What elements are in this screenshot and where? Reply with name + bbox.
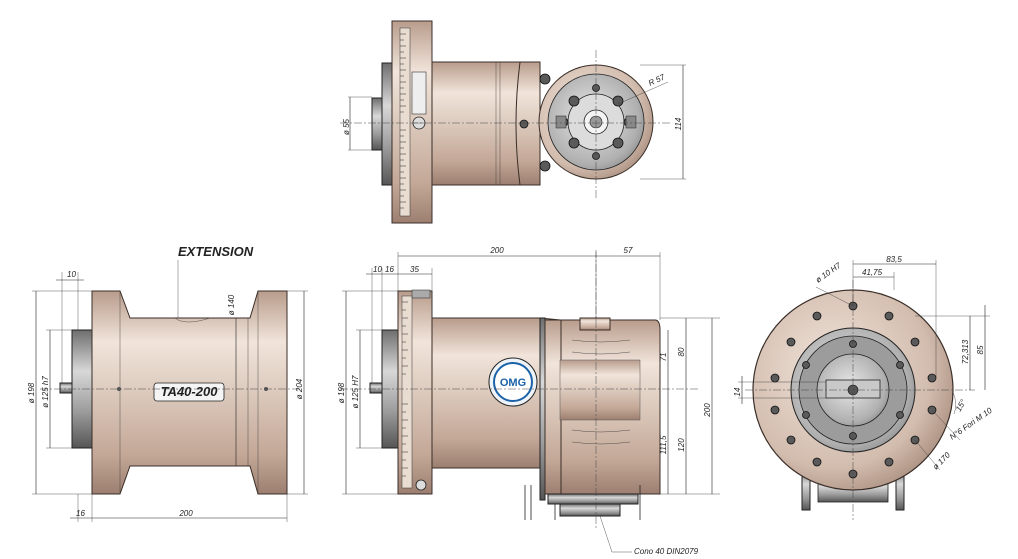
top-scale-ticks — [400, 33, 406, 209]
dim-mid-200v: 200 — [703, 403, 712, 418]
top-screw-c — [519, 119, 529, 129]
mid-pin — [369, 382, 383, 394]
dim-mid-16: 16 — [385, 265, 394, 274]
dim-left-d198: ø 198 — [27, 382, 36, 403]
top-flange — [391, 20, 433, 224]
omg-logo-text: OMG — [500, 377, 526, 389]
model-label: TA40-200 — [161, 384, 219, 399]
dim-right-85: 85 — [976, 345, 985, 354]
mid-cone-base — [547, 493, 639, 505]
left-view: TA40-200 EXTENSION 10 ø 198 ø 125 h7 ø 1… — [27, 244, 308, 522]
top-screw-b — [539, 160, 551, 172]
dim-mid-80: 80 — [677, 347, 686, 356]
dim-mid-1115: 111,5 — [659, 435, 668, 454]
mid-legs — [524, 485, 641, 520]
right-view: 83,5 41,75 ø 10 H7 72,313 85 14 15° N°6 … — [733, 255, 994, 520]
dim-right-835: 83,5 — [886, 255, 902, 264]
dim-left-16: 16 — [76, 509, 85, 518]
left-pin — [59, 382, 73, 394]
dim-mid-d198: ø 198 — [337, 382, 346, 403]
top-screw-a — [539, 73, 551, 85]
dim-left-d140: ø 140 — [227, 294, 236, 315]
mid-scale — [401, 295, 413, 489]
mid-scale-ticks — [402, 301, 408, 477]
dim-mid-200: 200 — [489, 246, 504, 255]
dim-left-200: 200 — [178, 509, 193, 518]
dim-left-d204: ø 204 — [295, 378, 304, 399]
dim-right-d10h7: ø 10 H7 — [814, 261, 843, 285]
model-plate — [153, 382, 225, 402]
dim-top-114: 114 — [674, 117, 683, 130]
dim-right-72313: 72,313 — [961, 339, 970, 364]
dim-top-d55: ø 55 — [342, 118, 351, 135]
dim-left-d125: ø 125 h7 — [41, 376, 50, 408]
top-label-plate — [411, 71, 427, 115]
middle-view: OMG 200 57 10 16 35 ø 198 ø 125 H7 71 80 — [337, 246, 720, 556]
top-body — [431, 61, 526, 186]
dim-right-14: 14 — [733, 387, 742, 396]
dim-right-d170: ø 170 — [931, 450, 952, 471]
extension-label: EXTENSION — [178, 244, 254, 259]
dim-mid-120: 120 — [677, 438, 686, 452]
dim-mid-d125: ø 125 H7 — [351, 375, 360, 408]
top-view: ø 55 114 R 57 — [340, 20, 686, 224]
dim-mid-10: 10 — [373, 265, 382, 274]
dim-top-r57: R 57 — [647, 72, 667, 88]
mid-head-grooves — [571, 339, 631, 445]
cone-label: Cono 40 DIN2079 — [634, 547, 699, 556]
dim-mid-35: 35 — [410, 265, 419, 274]
top-shaft — [381, 62, 393, 186]
dim-mid-71: 71 — [659, 353, 668, 362]
dim-right-4175: 41,75 — [862, 268, 883, 277]
top-scale — [399, 27, 411, 217]
dim-mid-57: 57 — [624, 246, 633, 255]
dim-right-15deg: 15° — [954, 397, 968, 413]
dim-left-10: 10 — [67, 270, 76, 279]
